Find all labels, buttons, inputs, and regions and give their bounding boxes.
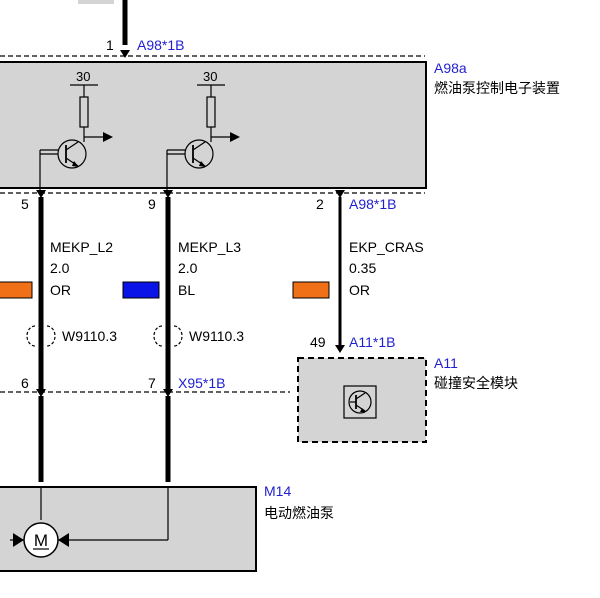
pump-motor-symbol: M (34, 531, 48, 550)
wire3-size: 0.35 (349, 260, 376, 276)
wire1-color-swatch (0, 281, 33, 299)
crash-module-name: 碰撞安全模块 (434, 375, 518, 391)
wire1-name: MEKP_L2 (50, 239, 113, 255)
pump-motor-icon: M (10, 487, 169, 558)
pump-id: M14 (264, 483, 291, 499)
crash-module-id: A11 (434, 355, 458, 371)
wire2-name: MEKP_L3 (178, 239, 241, 255)
wire3-name: EKP_CRAS (349, 239, 424, 255)
wire2-color: BL (178, 282, 195, 298)
pin49-arrow (335, 345, 345, 353)
wire1-size: 2.0 (50, 260, 70, 276)
lower-pin-6: 6 (21, 375, 29, 391)
ecu-id: A98a (434, 60, 467, 76)
crash-connector: A11*1B (349, 334, 395, 350)
top-pin-number: 1 (106, 37, 114, 53)
ecu-box (0, 61, 427, 189)
ecu-pin-9: 9 (148, 196, 156, 212)
wire2-shield: W9110.3 (189, 328, 244, 344)
wire2-size: 2.0 (178, 260, 198, 276)
supply-label-right: 30 (203, 69, 217, 84)
crash-pin-49: 49 (310, 334, 326, 350)
pin2-arrow (335, 190, 345, 198)
pin7-arrow (163, 389, 173, 397)
shield-marker-left (26, 325, 56, 347)
pin6-arrow (36, 389, 46, 397)
top-pin-arrow (120, 50, 130, 58)
pump-name: 电动燃油泵 (264, 505, 334, 521)
top-fragment (78, 0, 114, 4)
top-connector-label: A98*1B (137, 37, 184, 53)
wire1-shield: W9110.3 (62, 328, 117, 344)
wire3-color-swatch (292, 281, 330, 299)
ecu-transistor-left: 30 (39, 69, 113, 190)
ecu-pin-5: 5 (21, 196, 29, 212)
wire1-color: OR (50, 282, 71, 298)
supply-label-left: 30 (76, 69, 90, 84)
crash-transistor-icon (343, 385, 377, 419)
ecu-pin-2: 2 (316, 196, 324, 212)
lower-connector-label: X95*1B (178, 375, 225, 391)
pin9-arrow (163, 190, 173, 198)
lower-pin-7: 7 (148, 375, 156, 391)
shield-marker-right (153, 325, 183, 347)
ecu-transistor-right: 30 (166, 69, 240, 190)
ecu-name: 燃油泵控制电子装置 (434, 80, 560, 96)
wire3-color: OR (349, 282, 370, 298)
pin5-arrow (36, 190, 46, 198)
wire2-color-swatch (122, 281, 160, 299)
ecu-pin2-connector: A98*1B (349, 196, 396, 212)
